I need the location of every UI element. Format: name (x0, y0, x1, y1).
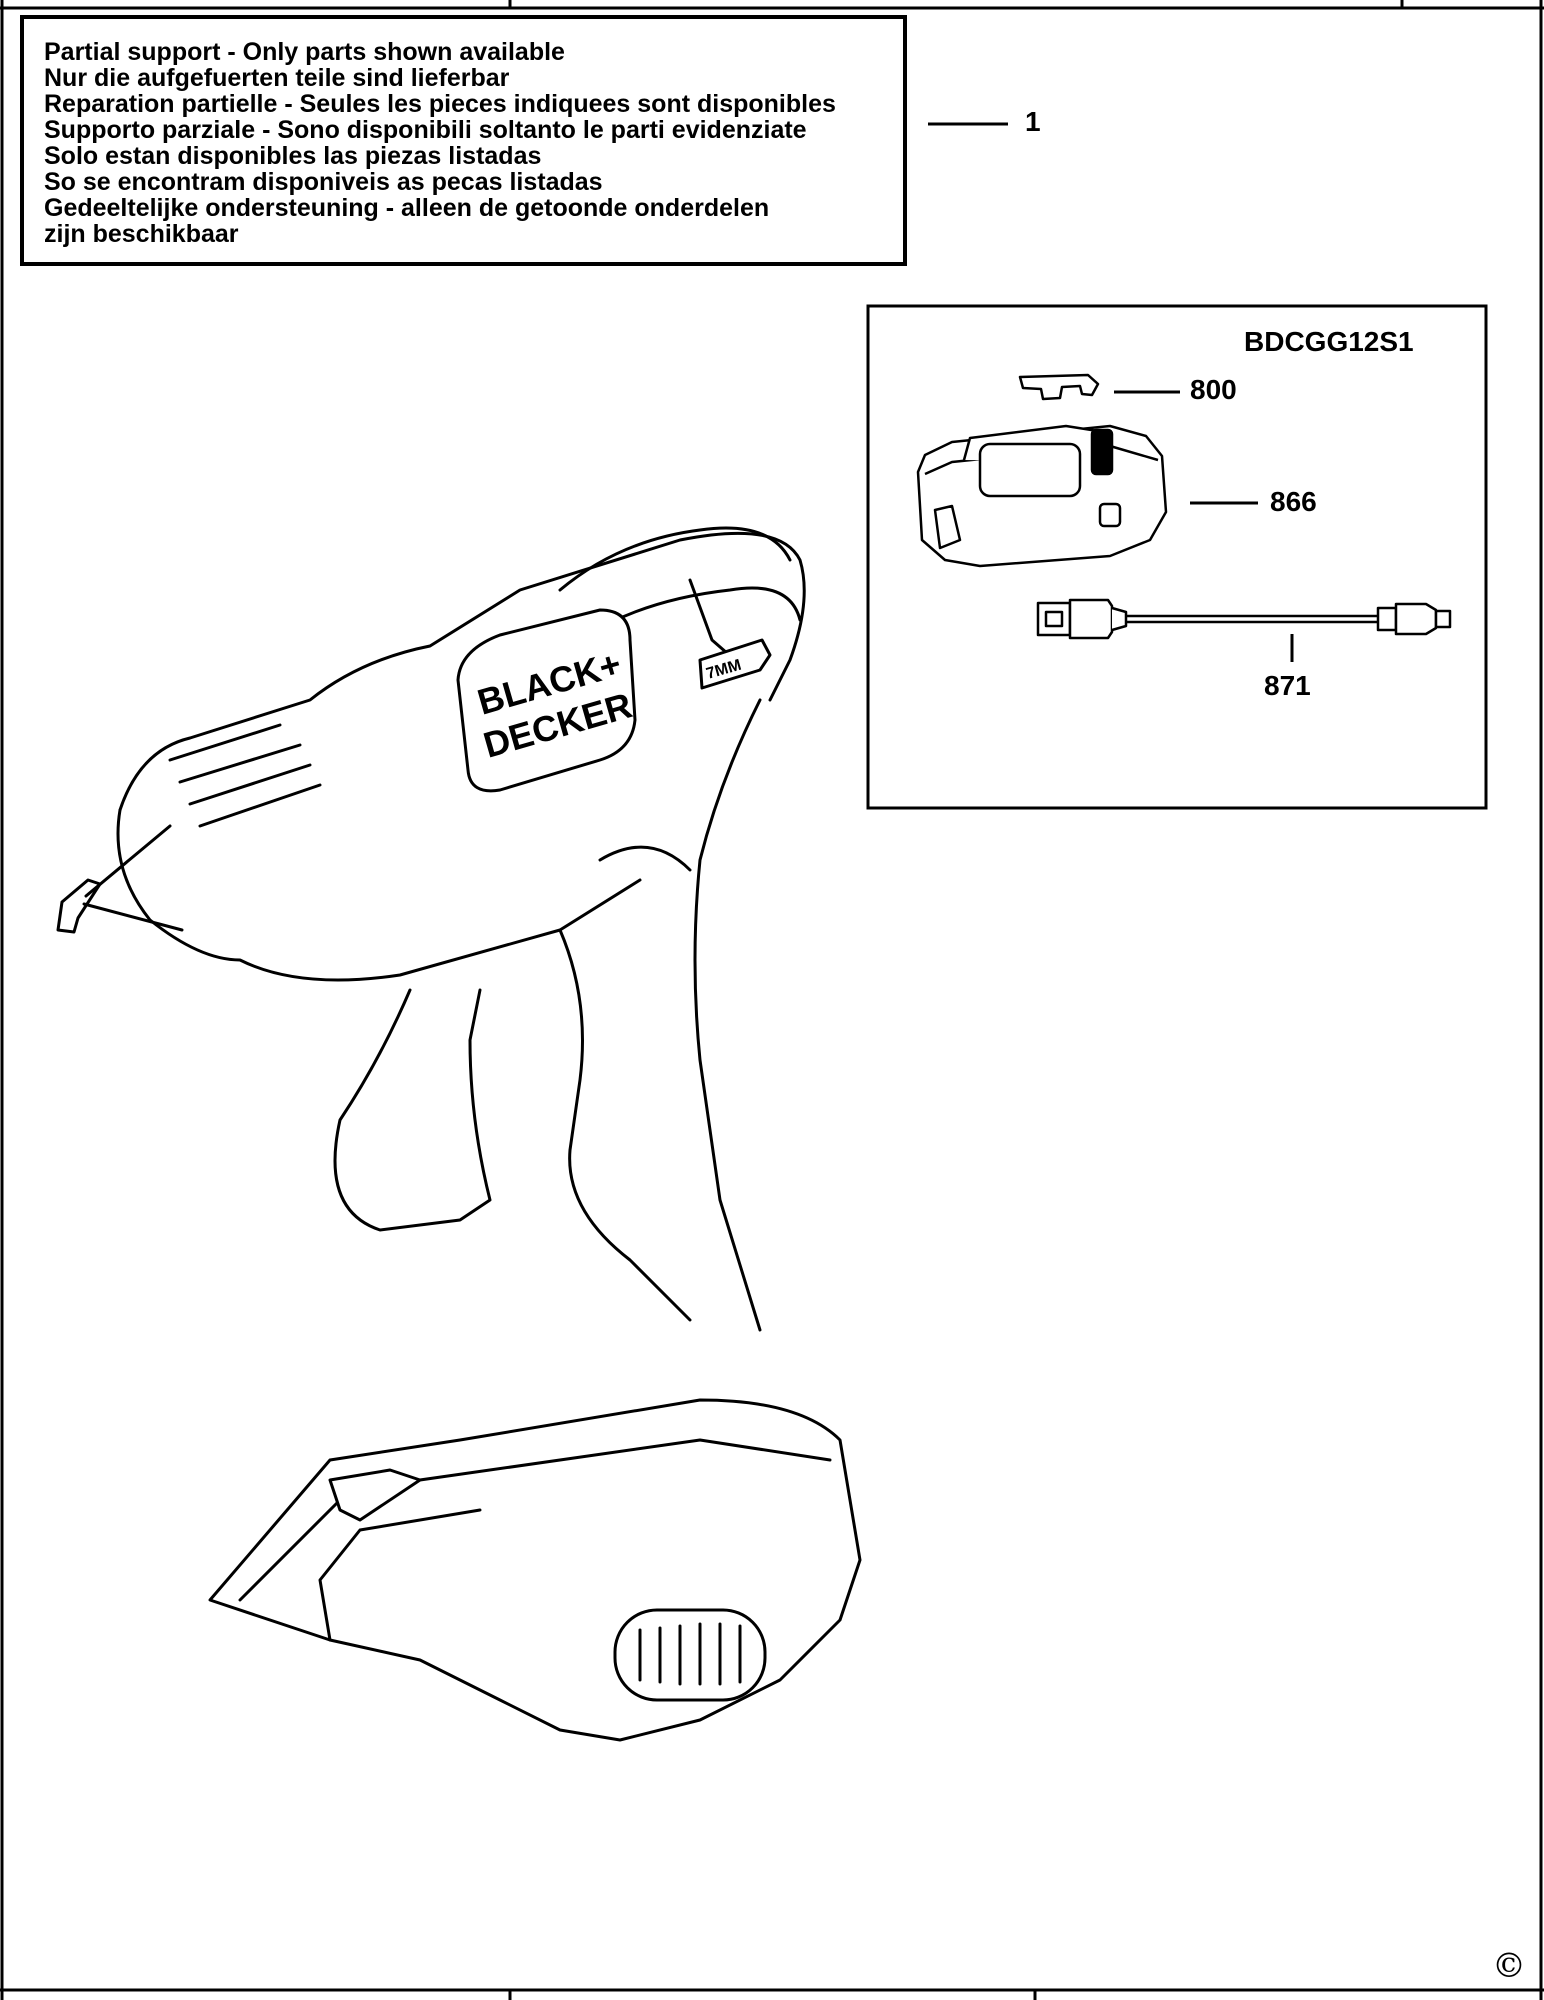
notice-line: Gedeeltelijke ondersteuning - alleen de … (44, 194, 770, 222)
notice-lines: Partial support - Only parts shown avail… (44, 39, 836, 247)
brand-logo-plate (456, 608, 637, 793)
callout-part-1: 1 (1025, 106, 1041, 137)
notice-line: Reparation partielle - Seules les pieces… (44, 90, 836, 118)
callout-part-800: 800 (1190, 374, 1237, 405)
copyright-symbol: © (1492, 1946, 1526, 1986)
part-871-usb-cable-drawing (1036, 598, 1452, 662)
glue-gun-drawing (56, 526, 862, 1742)
notice-line: So se encontram disponiveis as pecas lis… (44, 168, 603, 196)
notice-line: Solo estan disponibles las piezas listad… (44, 142, 542, 170)
callout-part-871: 871 (1264, 670, 1311, 701)
notice-line: zijn beschikbaar (44, 220, 239, 248)
notice-line: Partial support - Only parts shown avail… (44, 38, 565, 66)
partial-support-notice: Partial support - Only parts shown avail… (20, 15, 907, 266)
callout-part-866: 866 (1270, 486, 1317, 517)
kit-model-number: BDCGG12S1 (1244, 326, 1414, 357)
kit-box (866, 304, 1488, 810)
battery-grip-pad (613, 1608, 767, 1702)
part-800-clip-drawing (1018, 373, 1180, 401)
part-866-battery-drawing (916, 424, 1258, 568)
nozzle-size-badge (698, 638, 772, 690)
notice-line: Nur die aufgefuerten teile sind lieferba… (44, 64, 510, 92)
notice-line: Supporto parziale - Sono disponibili sol… (44, 116, 807, 144)
